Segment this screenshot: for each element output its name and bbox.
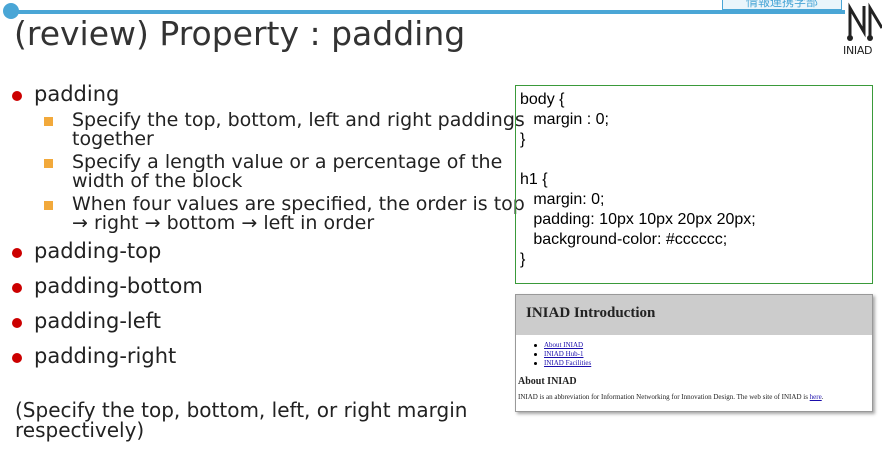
preview-paragraph-text: INIAD is an abbreviation for Information… bbox=[518, 393, 810, 401]
code-line: h1 { bbox=[520, 171, 548, 188]
bullet-item: padding-bottom bbox=[8, 274, 528, 299]
sub-bullet-item: Specify a length value or a percentage o… bbox=[8, 153, 528, 191]
code-line: padding: 10px 10px 20px 20px; bbox=[520, 211, 756, 228]
bullet-text: padding-bottom bbox=[34, 274, 203, 298]
browser-preview: INIAD Introduction About INIAD INIAD Hub… bbox=[515, 294, 873, 412]
code-line: body { bbox=[520, 91, 565, 108]
bullet-text: padding bbox=[34, 82, 120, 106]
bullet-text: padding-left bbox=[34, 309, 161, 333]
preview-link[interactable]: INIAD Facilities bbox=[534, 359, 872, 368]
preview-here-link[interactable]: here bbox=[809, 393, 822, 401]
bullet-square-icon bbox=[44, 201, 53, 210]
bullet-dot-icon bbox=[12, 353, 22, 363]
sub-bullet-text: When four values are specified, the orde… bbox=[72, 193, 525, 234]
bullet-list: padding Specify the top, bottom, left an… bbox=[8, 82, 528, 379]
bullet-square-icon bbox=[44, 117, 53, 126]
preview-subheading: About INIAD bbox=[518, 376, 577, 387]
bullet-item: padding-left bbox=[8, 309, 528, 334]
bullet-item: padding-right bbox=[8, 344, 528, 369]
sub-bullet-item: When four values are specified, the orde… bbox=[8, 195, 528, 233]
code-line: margin : 0; bbox=[520, 111, 609, 128]
slide-title: (review) Property : padding bbox=[14, 14, 466, 53]
code-line bbox=[520, 150, 872, 170]
iniad-logo-icon bbox=[847, 2, 882, 41]
note-text: (Specify the top, bottom, left, or right… bbox=[15, 398, 468, 442]
code-line: } bbox=[520, 131, 526, 148]
bullet-item: padding bbox=[8, 82, 528, 107]
logo-text: INIAD bbox=[843, 44, 873, 57]
preview-paragraph-end: . bbox=[821, 393, 824, 401]
preview-heading: INIAD Introduction bbox=[516, 295, 872, 335]
sub-bullet-text: Specify a length value or a percentage o… bbox=[72, 151, 503, 192]
preview-link[interactable]: About INIAD bbox=[534, 341, 872, 350]
header-accent-dot bbox=[3, 3, 19, 19]
bullet-dot-icon bbox=[12, 248, 22, 258]
code-line: background-color: #cccccc; bbox=[520, 231, 728, 248]
bullet-dot-icon bbox=[12, 283, 22, 293]
bullet-text: padding-top bbox=[34, 239, 162, 263]
code-line: margin: 0; bbox=[520, 191, 605, 208]
preview-link-list: About INIAD INIAD Hub-1 INIAD Facilities bbox=[534, 341, 872, 368]
code-line: } bbox=[520, 251, 526, 268]
sub-bullet-item: Specify the top, bottom, left and right … bbox=[8, 111, 528, 149]
preview-link[interactable]: INIAD Hub-1 bbox=[534, 350, 872, 359]
bullet-text: padding-right bbox=[34, 344, 177, 368]
header-label: 情報連携学部 bbox=[722, 0, 842, 10]
css-code-box: body { margin : 0;} h1 { margin: 0; padd… bbox=[515, 85, 873, 284]
bullet-dot-icon bbox=[12, 318, 22, 328]
bullet-item: padding-top bbox=[8, 239, 528, 264]
sub-bullet-text: Specify the top, bottom, left and right … bbox=[72, 109, 525, 150]
preview-paragraph: INIAD is an abbreviation for Information… bbox=[518, 393, 872, 401]
bullet-dot-icon bbox=[12, 91, 22, 101]
sub-bullet-list: Specify the top, bottom, left and right … bbox=[8, 111, 528, 233]
bullet-square-icon bbox=[44, 159, 53, 168]
header-accent-bar bbox=[10, 10, 845, 14]
